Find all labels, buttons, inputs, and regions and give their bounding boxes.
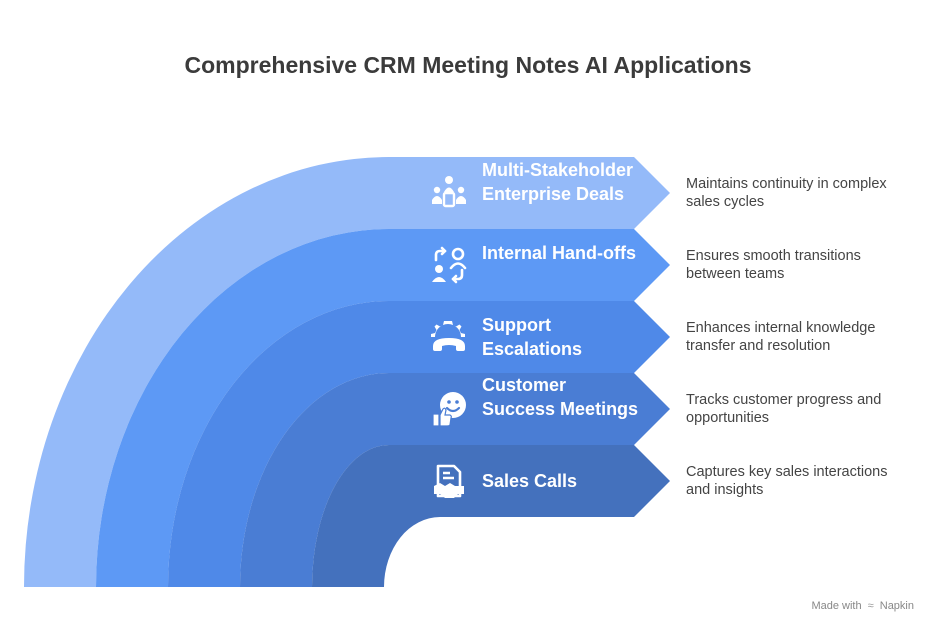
handoff-users-icon bbox=[432, 246, 467, 284]
napkin-brand-label: Napkin bbox=[879, 600, 914, 612]
arc-layer-sales-calls bbox=[312, 444, 670, 587]
thumbs-up-smile-icon bbox=[432, 392, 466, 427]
support-gear-phone-icon bbox=[431, 321, 465, 351]
arc-layer-support-escalations bbox=[168, 300, 670, 587]
handshake-document-icon bbox=[434, 464, 464, 498]
arc-layer-internal-handoffs bbox=[96, 228, 670, 587]
made-with-label: Made with bbox=[811, 600, 862, 612]
layer-label-multi-stakeholder: Multi-Stakeholder Enterprise Deals bbox=[482, 160, 634, 204]
layer-label-internal-handoffs: Internal Hand-offs bbox=[482, 243, 637, 263]
meeting-group-icon bbox=[432, 176, 466, 208]
layer-description-sales-calls: Captures key sales interactions and insi… bbox=[686, 464, 888, 498]
layer-label-customer-success: Customer Success Meetings bbox=[482, 375, 639, 419]
arc-layer-multi-stakeholder bbox=[24, 156, 670, 587]
layer-label-support-escalations: Support Escalations bbox=[482, 315, 583, 359]
arc-layer-customer-success bbox=[239, 372, 670, 587]
page-title: Comprehensive CRM Meeting Notes AI Appli… bbox=[184, 52, 752, 78]
layer-description-support-escalations: Enhances internal knowledge transfer and… bbox=[686, 320, 876, 354]
layer-label-sales-calls: Sales Calls bbox=[482, 471, 578, 491]
napkin-attribution: Made with ≈ Napkin bbox=[811, 600, 914, 612]
layer-description-internal-handoffs: Ensures smooth transitions between teams bbox=[686, 248, 861, 282]
napkin-logo-icon: ≈ bbox=[867, 600, 874, 612]
layer-description-multi-stakeholder: Maintains continuity in complex sales cy… bbox=[686, 176, 887, 210]
layer-description-customer-success: Tracks customer progress and opportuniti… bbox=[686, 392, 882, 426]
